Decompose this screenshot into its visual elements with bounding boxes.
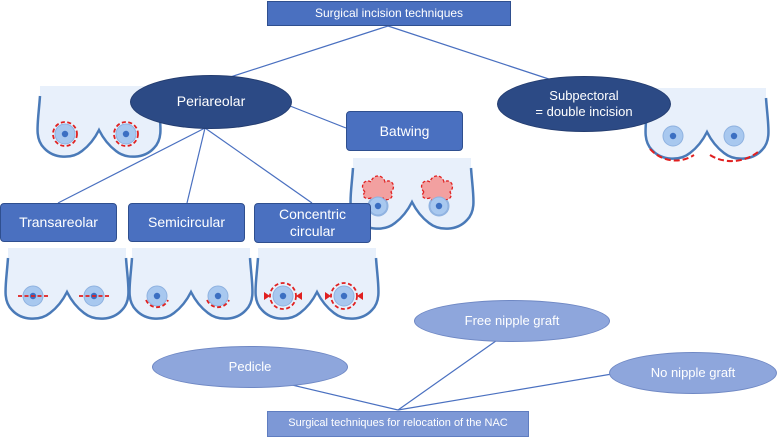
chest-batwing (349, 156, 475, 230)
concentric-node: Concentric circular (254, 203, 371, 243)
chest-periareolar (36, 84, 162, 158)
periareolar-node: Periareolar (130, 75, 292, 129)
transareolar-label: Transareolar (19, 214, 98, 231)
batwing-label: Batwing (379, 122, 430, 139)
chest-concentric (254, 246, 380, 320)
pedicle-label: Pedicle (228, 358, 272, 374)
incision-title-box: Surgical incision techniques (267, 1, 511, 26)
chest-subpectoral (644, 86, 770, 162)
no-graft-label: No nipple graft (650, 364, 736, 380)
incision-title: Surgical incision techniques (314, 6, 464, 21)
chest-semicircular (128, 246, 254, 320)
subpectoral-node: Subpectoral = double incision (497, 76, 671, 132)
batwing-node: Batwing (346, 111, 463, 151)
free-graft-label: Free nipple graft (464, 312, 560, 328)
pedicle-node: Pedicle (152, 346, 348, 388)
concentric-label: Concentric circular (279, 206, 346, 239)
relocation-title: Surgical techniques for relocation of th… (288, 417, 508, 430)
free-graft-node: Free nipple graft (414, 300, 610, 342)
transareolar-node: Transareolar (0, 203, 117, 242)
no-graft-node: No nipple graft (609, 352, 777, 394)
semicircular-node: Semicircular (128, 203, 245, 242)
periareolar-label: Periareolar (176, 93, 246, 110)
relocation-title-box: Surgical techniques for relocation of th… (267, 411, 529, 437)
connector-lines (57, 25, 613, 411)
semicircular-label: Semicircular (147, 214, 225, 231)
chest-transareolar (4, 246, 130, 320)
subpectoral-label: Subpectoral = double incision (535, 87, 633, 119)
